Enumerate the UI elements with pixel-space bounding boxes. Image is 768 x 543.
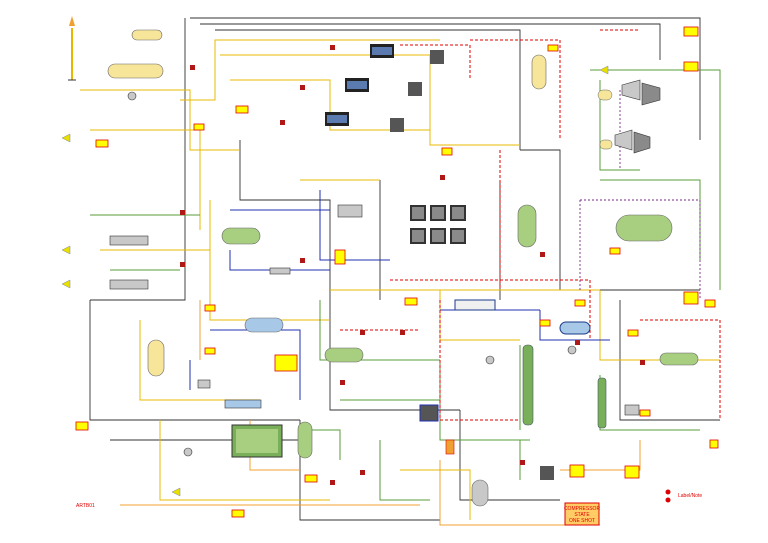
inlet-arrows: [61, 65, 609, 497]
compressors: [597, 79, 661, 154]
yellow-tag-boxes: [75, 26, 719, 518]
drum-left: [107, 63, 164, 79]
compressor-state-box: COMPRESSOR STATE ONE SHOT: [564, 502, 601, 526]
control-box-markers: [180, 45, 645, 485]
furnaces-left: [109, 204, 496, 409]
vessel-mid-center: [517, 204, 537, 248]
footer-box-line2: STATE: [574, 512, 590, 518]
footer-box-line1: COMPRESSOR: [564, 506, 601, 512]
footer-box-line3: ONE SHOT: [569, 518, 595, 524]
flare-stack: [68, 16, 76, 81]
exchanger-bank-top: [325, 44, 444, 132]
legend-label: Label/Note: [678, 493, 702, 499]
pipe-network-purple: [579, 90, 701, 300]
vessel-top-center: [531, 54, 547, 90]
vessel-bottom-center: [297, 421, 313, 459]
pipe-network-orange: [120, 300, 641, 526]
storage-tank: [231, 424, 283, 458]
vessel-left: [147, 339, 165, 377]
pipe-network-blue: [189, 190, 610, 400]
top-tank: [131, 29, 163, 41]
pipe-network-yellow: [80, 39, 720, 520]
corner-label: ARTB01: [76, 503, 95, 509]
tall-columns: [522, 344, 607, 429]
small-equipment: [127, 91, 671, 503]
reactor-blocks: [410, 205, 466, 244]
horizontal-vessels: [221, 214, 699, 507]
